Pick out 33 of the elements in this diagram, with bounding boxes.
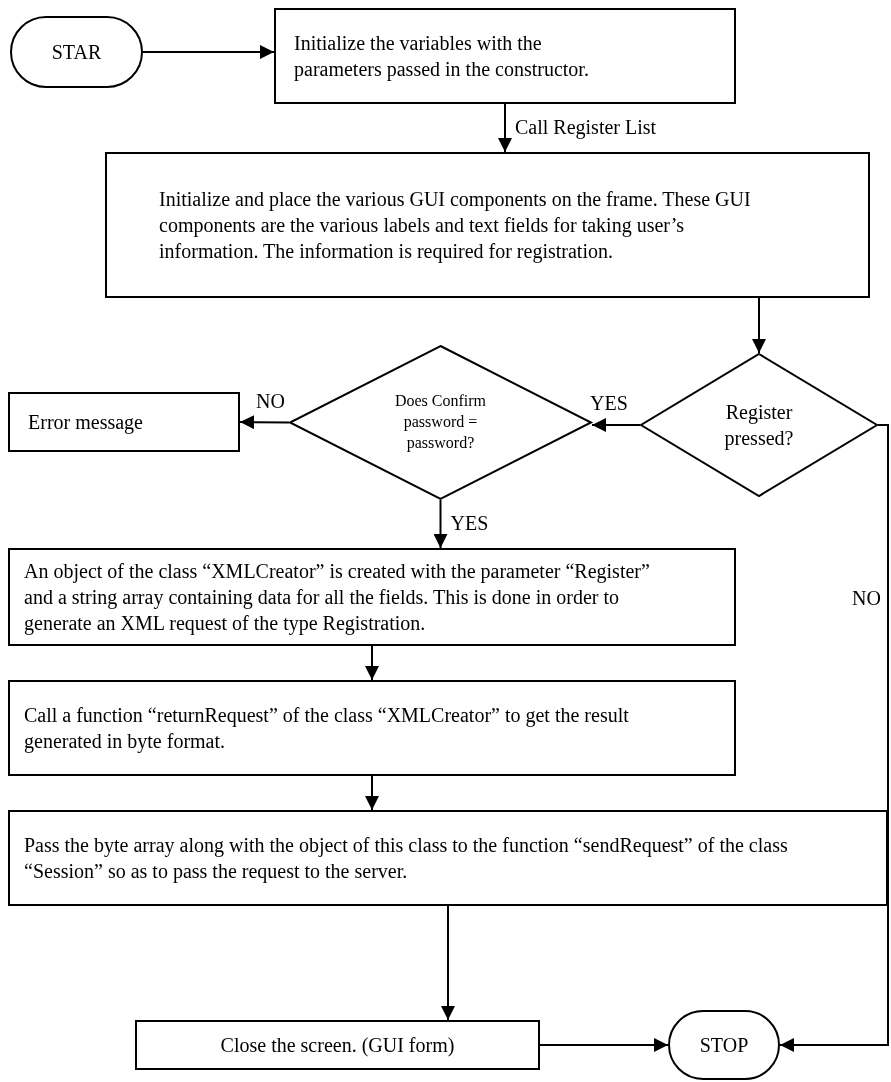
process-box: [105, 152, 870, 298]
node-text: Register pressed?: [723, 400, 795, 451]
arrow: [498, 103, 512, 153]
decision-diamond: [640, 353, 878, 497]
arrow: [142, 45, 275, 59]
process-box: [274, 8, 736, 104]
arrow: [433, 499, 448, 549]
node-text: An object of the class “XMLCreator” is created with the parameter “Register” and a string array containing data for all the fields. This is done in order to generate an XML request of the type Registration.: [24, 559, 651, 636]
process-box: [135, 1020, 540, 1070]
node-text: Pass the byte array along with the object of this class to the function “sendRequest” of the class “Session” so as to pass the request to the server.: [24, 833, 789, 884]
arrow: [441, 905, 455, 1021]
stop-terminal: [668, 1010, 780, 1080]
node-text: STOP: [699, 1033, 749, 1058]
start-terminal: [10, 16, 143, 88]
node-text: Close the screen. (GUI form): [220, 1033, 455, 1058]
node-text: STAR: [51, 40, 102, 65]
process-box: [8, 680, 736, 776]
arrow: [591, 418, 641, 432]
node-text: Does Confirm password = password?: [393, 391, 488, 454]
arrow: [365, 645, 379, 681]
node-text: Call a function “returnRequest” of the class “XMLCreator” to get the result generated in byte format.: [24, 703, 630, 754]
arrow: [779, 424, 889, 1052]
arrow: [239, 415, 290, 430]
arrow: [365, 775, 379, 811]
node-text: Initialize the variables with the parameters passed in the constructor.: [294, 31, 590, 82]
decision-diamond: [289, 345, 592, 500]
process-box: [8, 392, 240, 452]
node-text: Initialize and place the various GUI components on the frame. These GUI components are the various labels and text fields for taking user’s information. The information is required for registration.: [159, 187, 752, 264]
arrow: [539, 1038, 669, 1052]
process-box: [8, 548, 736, 646]
arrow: [752, 297, 766, 354]
node-text: Error message: [28, 410, 143, 435]
process-box: [8, 810, 888, 906]
